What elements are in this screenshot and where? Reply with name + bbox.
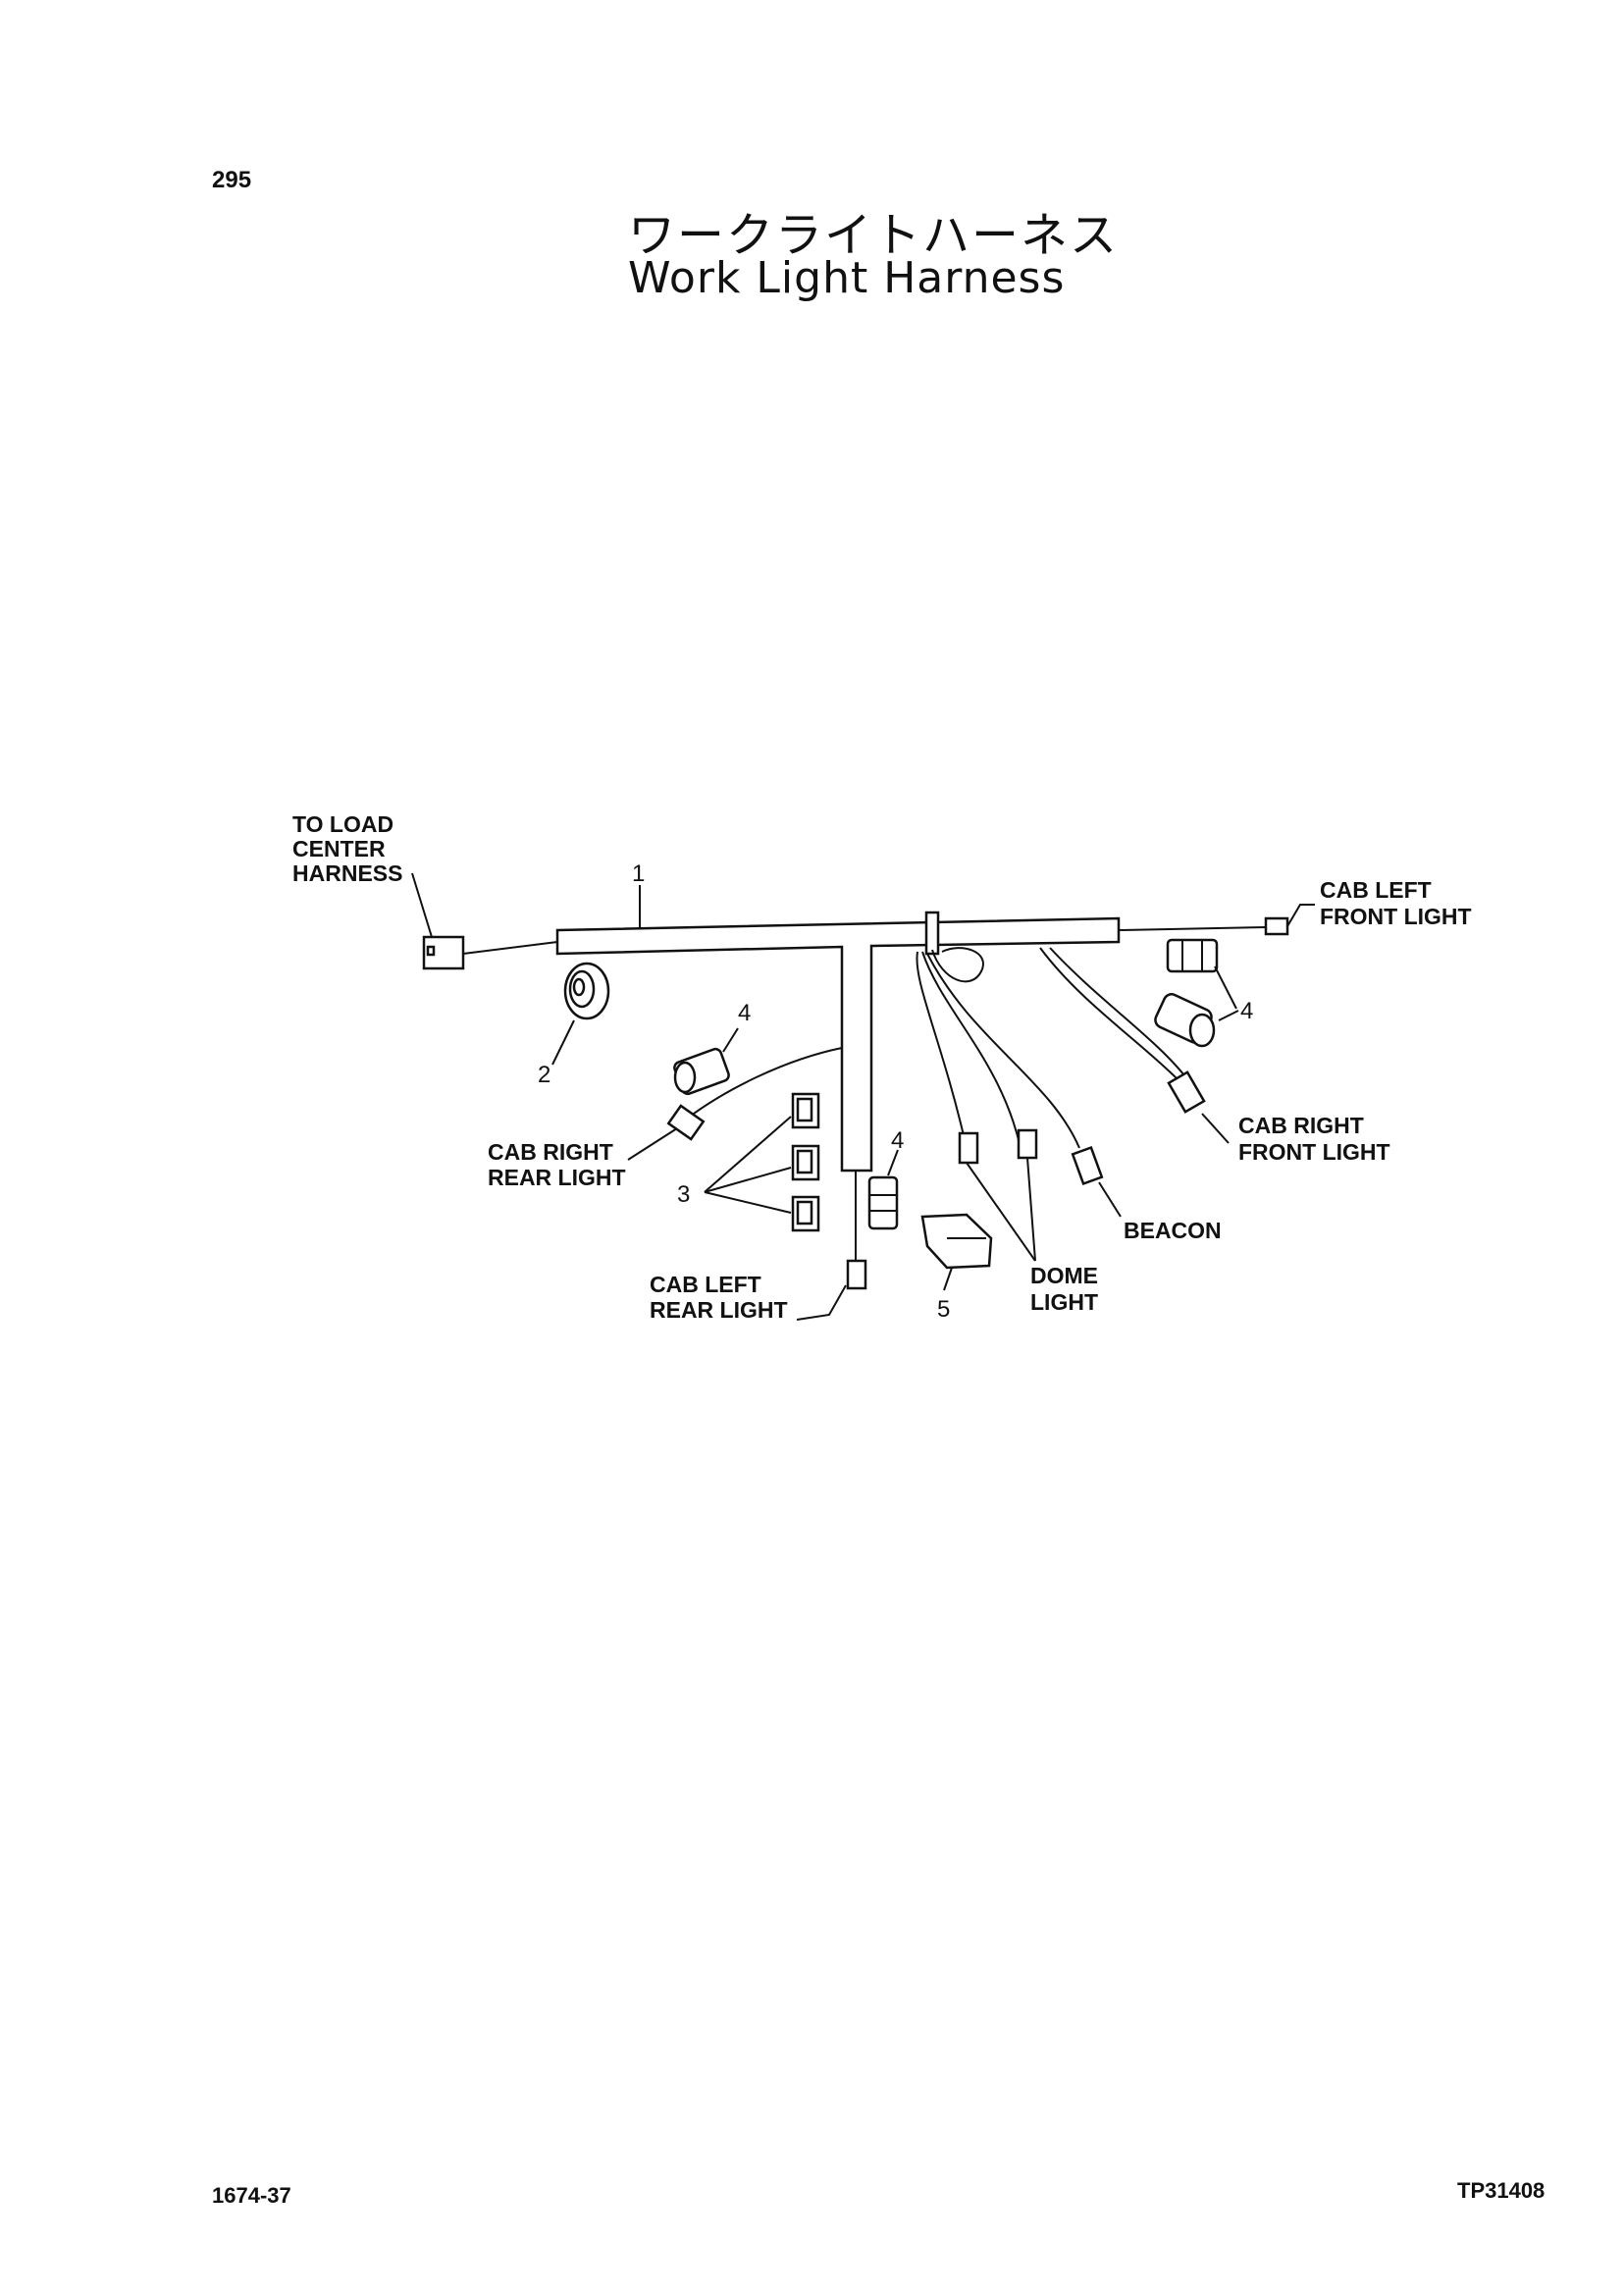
load-center-connector bbox=[411, 872, 465, 970]
leader-lines bbox=[627, 885, 1230, 1321]
bushing-part-4-left bbox=[673, 1027, 739, 1096]
footer-drawing-number: 1674-37 bbox=[212, 2183, 291, 2208]
footer-reference-code: TP31408 bbox=[1457, 2178, 1545, 2203]
callout-1: 1 bbox=[632, 860, 645, 887]
label-cab-left-front-line1: CAB LEFT bbox=[1320, 877, 1432, 903]
label-cab-right-front-line2: FRONT LIGHT bbox=[1238, 1139, 1390, 1165]
page-number: 295 bbox=[212, 167, 252, 193]
branch-wires bbox=[686, 947, 1188, 1149]
callout-4-left: 4 bbox=[738, 1000, 751, 1026]
label-cab-right-front-line1: CAB RIGHT bbox=[1238, 1113, 1364, 1138]
bushing-part-4-right-bottom bbox=[1154, 965, 1239, 1048]
grommet-part-2 bbox=[551, 962, 610, 1066]
cab-right-rear-connector bbox=[666, 1104, 706, 1141]
label-beacon: BEACON bbox=[1124, 1218, 1222, 1243]
label-cab-left-front-line2: FRONT LIGHT bbox=[1320, 904, 1472, 929]
label-cab-left-rear-line1: CAB LEFT bbox=[650, 1272, 761, 1297]
label-dome-light-line2: LIGHT bbox=[1030, 1289, 1098, 1315]
label-to-load-center-line3: HARNESS bbox=[292, 860, 402, 886]
label-to-load-center-line2: CENTER bbox=[292, 836, 386, 861]
label-cab-right-rear-line2: REAR LIGHT bbox=[488, 1165, 626, 1190]
cab-left-front-connector bbox=[1264, 904, 1315, 936]
callout-4-center: 4 bbox=[891, 1127, 904, 1154]
page-title: Work Light Harness bbox=[628, 253, 1066, 303]
bushing-part-4-right-top bbox=[1166, 938, 1219, 973]
callout-5: 5 bbox=[937, 1296, 950, 1323]
callout-4-right: 4 bbox=[1240, 998, 1253, 1024]
dome-light-connector-1 bbox=[958, 1131, 979, 1165]
label-to-load-center-line1: TO LOAD bbox=[292, 811, 393, 837]
label-cab-right-rear-line1: CAB RIGHT bbox=[488, 1139, 613, 1165]
switch-part-3 bbox=[704, 1092, 820, 1232]
harness-trunk bbox=[462, 911, 1267, 1266]
cab-left-rear-connector bbox=[846, 1259, 867, 1290]
callout-3: 3 bbox=[677, 1181, 690, 1208]
dome-light-connector-2 bbox=[1017, 1128, 1038, 1160]
cab-right-front-connector bbox=[1167, 1070, 1206, 1114]
callout-2: 2 bbox=[538, 1062, 550, 1088]
dome-light-part-5 bbox=[920, 1213, 993, 1291]
label-dome-light-line1: DOME bbox=[1030, 1263, 1098, 1288]
bushing-part-4-center bbox=[867, 1149, 899, 1230]
beacon-connector bbox=[1071, 1145, 1104, 1186]
page-title-japanese: ワークライトハーネス bbox=[628, 208, 1120, 263]
label-cab-left-rear-line2: REAR LIGHT bbox=[650, 1297, 788, 1323]
